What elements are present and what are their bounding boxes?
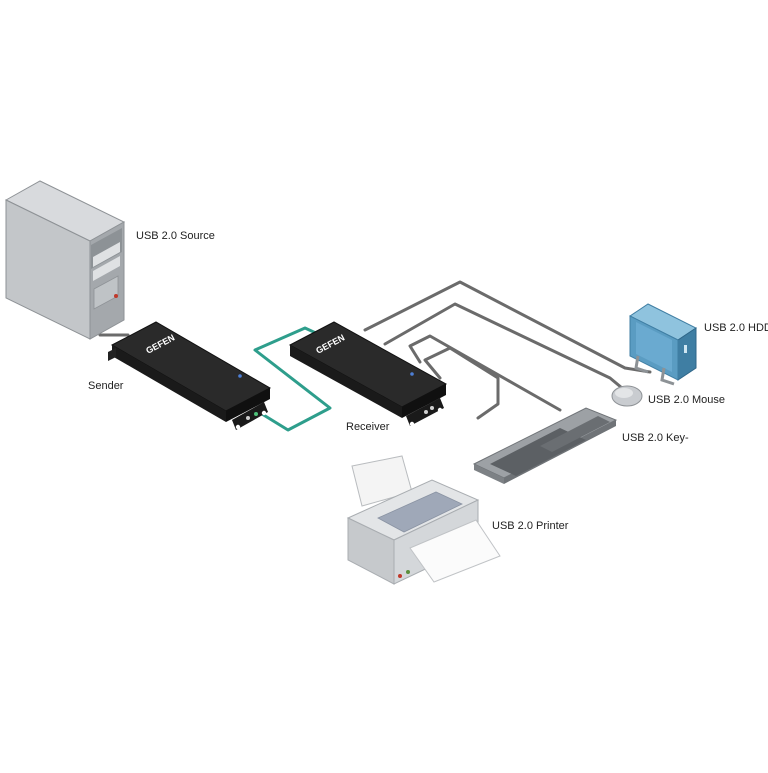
keyboard-device: [472, 407, 618, 484]
label-usb-mouse: USB 2.0 Mouse: [648, 394, 726, 406]
cable-receiver-to-keyboard: [408, 334, 562, 412]
cable-receiver-to-hdd: [363, 280, 652, 374]
cable-receiver-to-mouse: [383, 302, 624, 390]
cables: [98, 280, 652, 432]
label-receiver: Receiver: [346, 421, 390, 433]
pc-tower: [4, 180, 126, 340]
label-sender: Sender: [88, 380, 124, 392]
printer-device: [346, 455, 501, 585]
cable-link-teal: [253, 326, 332, 432]
label-usb-source: USB 2.0 Source: [136, 230, 215, 242]
mouse-device: [611, 385, 643, 407]
label-usb-printer: USB 2.0 Printer: [492, 520, 569, 532]
receiver-unit: GEFEN: [288, 321, 448, 427]
cable-receiver-to-printer: [423, 346, 500, 420]
label-usb-hdd: USB 2.0 HDD: [704, 322, 768, 334]
sender-unit: GEFEN: [108, 321, 272, 430]
label-usb-keyboard: USB 2.0 Key-: [622, 432, 689, 444]
hdd-device: [629, 303, 697, 386]
